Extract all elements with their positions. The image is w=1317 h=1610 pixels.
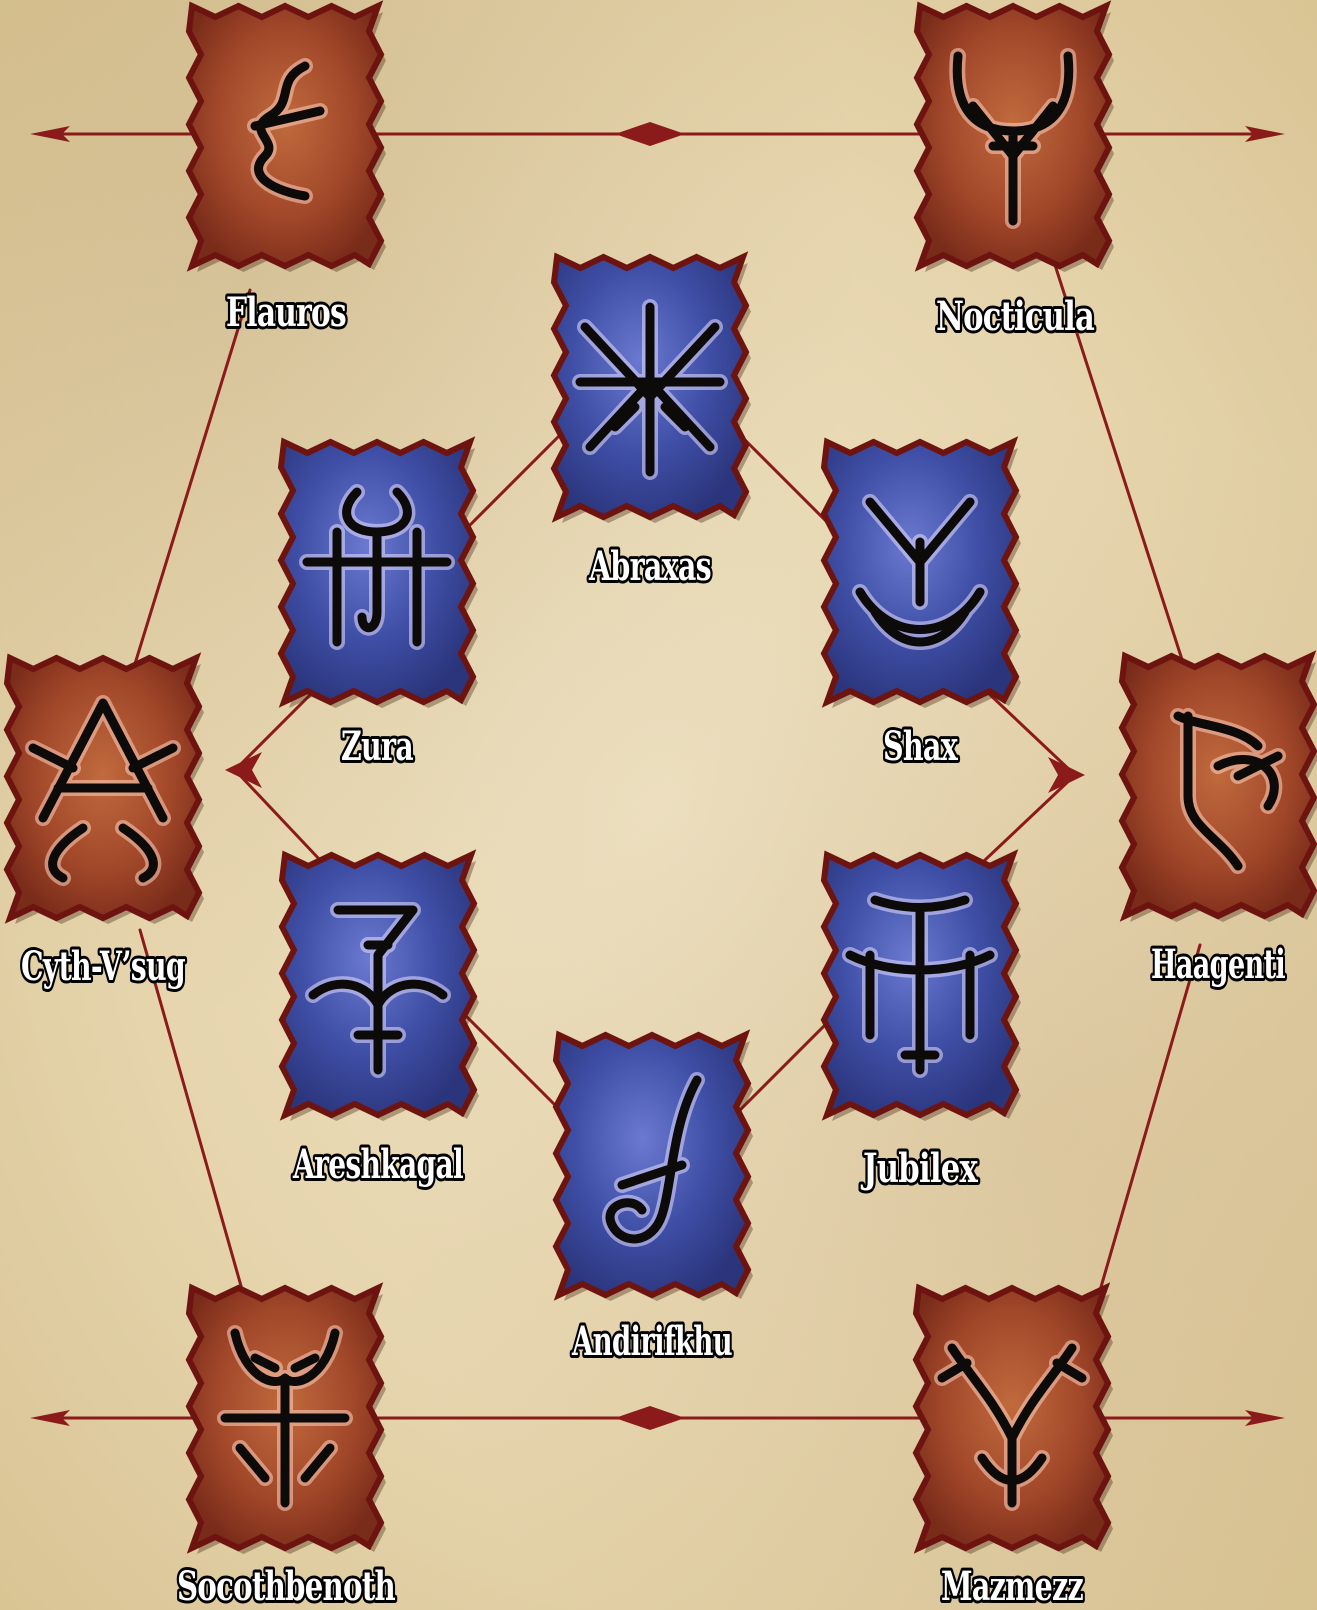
- east-point-icon: [1048, 757, 1085, 793]
- edge-flauros-cyth-vsug: [130, 290, 250, 680]
- label-shax: Shax: [883, 723, 959, 770]
- label-mazmezz: Mazmezz: [941, 1563, 1083, 1610]
- tile-body-outer: [189, 6, 381, 266]
- label-socothbenoth: Socothbenoth: [177, 1563, 396, 1610]
- label-cyth-vsug: Cyth-V’sug: [21, 943, 186, 990]
- tile-jubilex: [824, 855, 1021, 1121]
- tile-nocticula: [917, 6, 1114, 272]
- tile-cyth-vsug: [7, 658, 204, 924]
- tile-haagenti: [1122, 656, 1317, 922]
- edge-jubilex-east-point: [985, 775, 1075, 860]
- tile-mazmezz: [916, 1288, 1113, 1554]
- tile-zura: [281, 442, 478, 708]
- tile-shax: [824, 442, 1021, 708]
- label-andirifkhu: Andirifkhu: [571, 1318, 732, 1365]
- label-nocticula: Nocticula: [936, 293, 1094, 340]
- edge-shax-east-point: [985, 690, 1075, 775]
- label-jubilex: Jubilex: [861, 1145, 979, 1192]
- tile-abraxas: [554, 257, 751, 523]
- label-haagenti: Haagenti: [1151, 941, 1286, 988]
- tile-body-inner: [556, 1035, 748, 1295]
- label-areshkagal: Areshkagal: [292, 1141, 463, 1188]
- tile-flauros: [189, 6, 386, 272]
- thorn-center-top-icon: [615, 122, 685, 146]
- label-flauros: Flauros: [226, 289, 346, 336]
- tile-areshkagal: [282, 855, 479, 1121]
- edge-areshkagal-andirifkhu: [460, 1010, 570, 1120]
- edge-haagenti-mazmezz: [1090, 945, 1200, 1325]
- west-point-icon: [225, 752, 262, 788]
- thorn-center-bottom-icon: [615, 1406, 685, 1430]
- tile-andirifkhu: [556, 1035, 753, 1301]
- tile-body-outer: [1122, 656, 1314, 916]
- tile-socothbenoth: [189, 1288, 386, 1554]
- label-abraxas: Abraxas: [588, 543, 711, 590]
- edge-areshkagal-west-point: [235, 770, 320, 860]
- label-zura: Zura: [341, 723, 413, 770]
